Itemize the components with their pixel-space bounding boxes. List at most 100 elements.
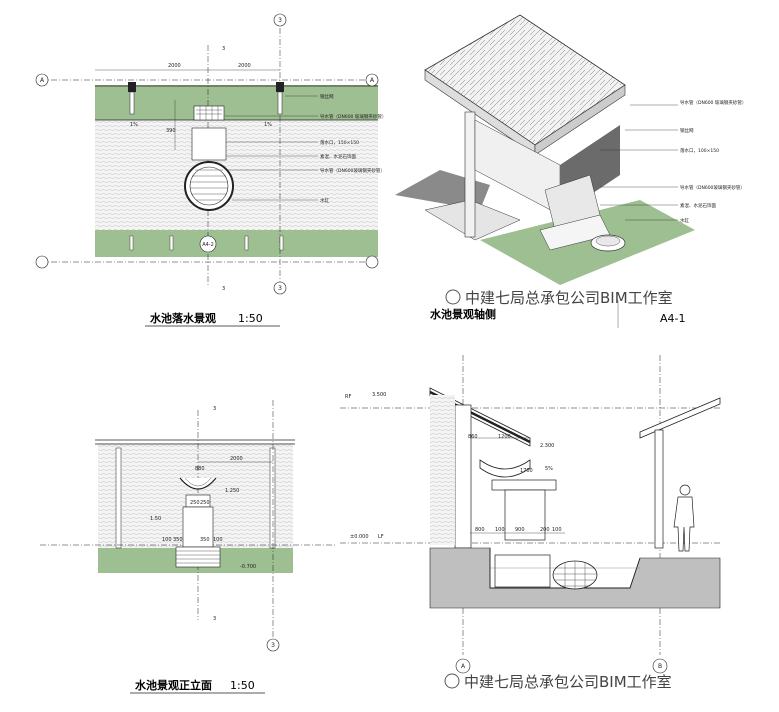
plan-note-5: 导水管（DN600玻璃钢夹砂管）: [320, 167, 385, 174]
axo-vat-inner: [595, 235, 621, 247]
axo-note-4: 导水管（DN600玻璃钢夹砂管）: [680, 184, 745, 191]
elev-scale: 1:50: [230, 679, 255, 692]
elev-dim-250b: 250: [200, 500, 210, 506]
sec-grid-bubble-b: [652, 658, 668, 674]
watermark-text-bottom: 中建七局总承包公司BIM工作室: [464, 673, 672, 691]
elev-dim-250a: 250: [190, 500, 200, 506]
sec-plinth: [494, 554, 551, 588]
elev-section-mark-bottom: 3: [213, 616, 216, 622]
plan-note-6: 水缸: [320, 197, 329, 204]
plan-pedestal: [191, 127, 227, 161]
plan-note-4: 素混、水泥石饰面: [320, 153, 356, 160]
plan-slope-left: 1%: [130, 122, 138, 128]
elev-dim-100a: 100: [162, 537, 172, 543]
elev-level-minus: -0.700: [240, 564, 256, 570]
plan-rail-1: [129, 235, 134, 251]
plan-view: 2000 2000 390 1% 1% 钢丝网 导水管（DN600 玻璃钢夹砂管…: [35, 13, 386, 327]
sec-dim-900: 900: [515, 527, 525, 533]
plan-section-mark-top: 3: [222, 46, 225, 52]
plan-grid-bubble-b-right: [365, 255, 379, 269]
sec-rf-label: RF: [345, 394, 351, 400]
watermark-text-top: 中建七局总承包公司BIM工作室: [465, 289, 673, 307]
elev-dim-100b: 100: [213, 537, 223, 543]
elev-section-mark-top: 3: [213, 406, 216, 412]
plan-dim-2000-r: 2000: [238, 63, 251, 69]
sec-dim-1200: 1200: [498, 434, 511, 440]
sec-dim-860: 860: [468, 434, 478, 440]
plan-rail-4: [279, 235, 284, 251]
person-figure: [673, 484, 695, 552]
sec-dim-1700: 1700: [520, 468, 533, 474]
plan-grid-3-bottom-label: 3: [278, 285, 282, 292]
plan-detail-tag: A4-2: [202, 242, 214, 248]
elev-title: 水池景观正立面: [135, 678, 212, 692]
elevation-view: 880 2000 1.250 1.50 250 250 100 350 350 …: [40, 400, 335, 694]
elev-post-left: [115, 447, 122, 549]
sec-spout: [479, 459, 531, 478]
sec-pedestal: [504, 489, 546, 541]
axo-title: 水池景观轴侧: [430, 307, 496, 321]
plan-column-right: [276, 82, 284, 92]
plan-note-1: 钢丝网: [320, 93, 334, 100]
sec-grid-a-label: A: [461, 663, 466, 670]
axo-note-2: 钢丝网: [680, 127, 694, 134]
axo-note-6: 水缸: [680, 217, 689, 224]
plan-title: 水池落水景观: [150, 311, 216, 325]
sec-roof-right: [639, 397, 721, 439]
elev-dim-880: 880: [195, 466, 205, 472]
plan-grid-bubble-3-top: [273, 13, 287, 27]
plan-post-left: [129, 91, 135, 115]
axo-tag: A4-1: [660, 312, 686, 325]
plan-note-2: 导水管（DN600 玻璃钢夹砂管）: [320, 113, 386, 120]
sec-lf-label: LF: [378, 534, 384, 540]
plan-grid-bubble-a-left: [35, 73, 49, 87]
sec-level-zero: ±0.000: [350, 534, 369, 540]
sec-column-b: [654, 429, 664, 549]
plan-rail-2: [169, 235, 174, 251]
axo-roof: [424, 14, 626, 146]
sec-dim-slope: 5%: [545, 466, 553, 472]
plan-grid-bubble-b-left: [35, 255, 49, 269]
sec-dim-200: 200: [540, 527, 550, 533]
plan-planter-top: [95, 85, 378, 120]
elev-post-right: [269, 447, 276, 549]
plan-note-3: 落水口，150×150: [320, 139, 359, 146]
plan-grid-bubble-3-bottom: [273, 281, 287, 295]
plan-dim-390: 390: [166, 128, 176, 134]
plan-scale: 1:50: [238, 312, 263, 325]
sec-level-top: 3.500: [372, 392, 386, 398]
sec-wall-left: [430, 395, 455, 545]
plan-section-mark-bottom: 3: [222, 286, 225, 292]
plan-pool-water: [95, 120, 378, 230]
plan-spout-detail: [196, 106, 222, 120]
plan-detail-bubble: [199, 235, 217, 253]
sec-level-mid: 2.300: [540, 443, 554, 449]
elev-grid-bubble-3: [266, 638, 280, 652]
plan-slope-right: 1%: [264, 122, 272, 128]
axo-ground-green: [480, 200, 695, 285]
sec-vat-pattern: [553, 561, 597, 589]
plan-grid-a-left-label: A: [40, 77, 45, 84]
elev-dim-350b: 350: [200, 537, 210, 543]
plan-post-right: [277, 91, 283, 115]
elev-pedestal: [182, 506, 214, 548]
sec-dim-100b: 100: [552, 527, 562, 533]
elev-spout-bowl: [179, 477, 217, 490]
plan-planter-bottom: [95, 230, 378, 257]
elev-dim-350a: 350: [173, 537, 183, 543]
elev-plinth-courses: [176, 550, 220, 564]
plan-grid-a-right-label: A: [370, 77, 375, 84]
plan-grid-3-top-label: 3: [278, 17, 282, 24]
elev-dim-150: 1.50: [150, 516, 161, 522]
section-view: RF 3.500 2.300 ±0.000 LF 860 1200 1700 5…: [340, 355, 721, 674]
watermark-bottom: 中建七局总承包公司BIM工作室: [444, 673, 672, 691]
plan-rail-3: [244, 235, 249, 251]
elev-spout-bowl-inner: [184, 477, 212, 487]
plan-spout: [193, 105, 225, 121]
sec-grid-bubble-a: [455, 658, 471, 674]
sec-column-a: [454, 404, 472, 549]
watermark-top: 中建七局总承包公司BIM工作室: [445, 289, 673, 307]
sec-dim-100: 100: [495, 527, 505, 533]
axo-note-5: 素混、水泥石饰面: [680, 202, 716, 209]
